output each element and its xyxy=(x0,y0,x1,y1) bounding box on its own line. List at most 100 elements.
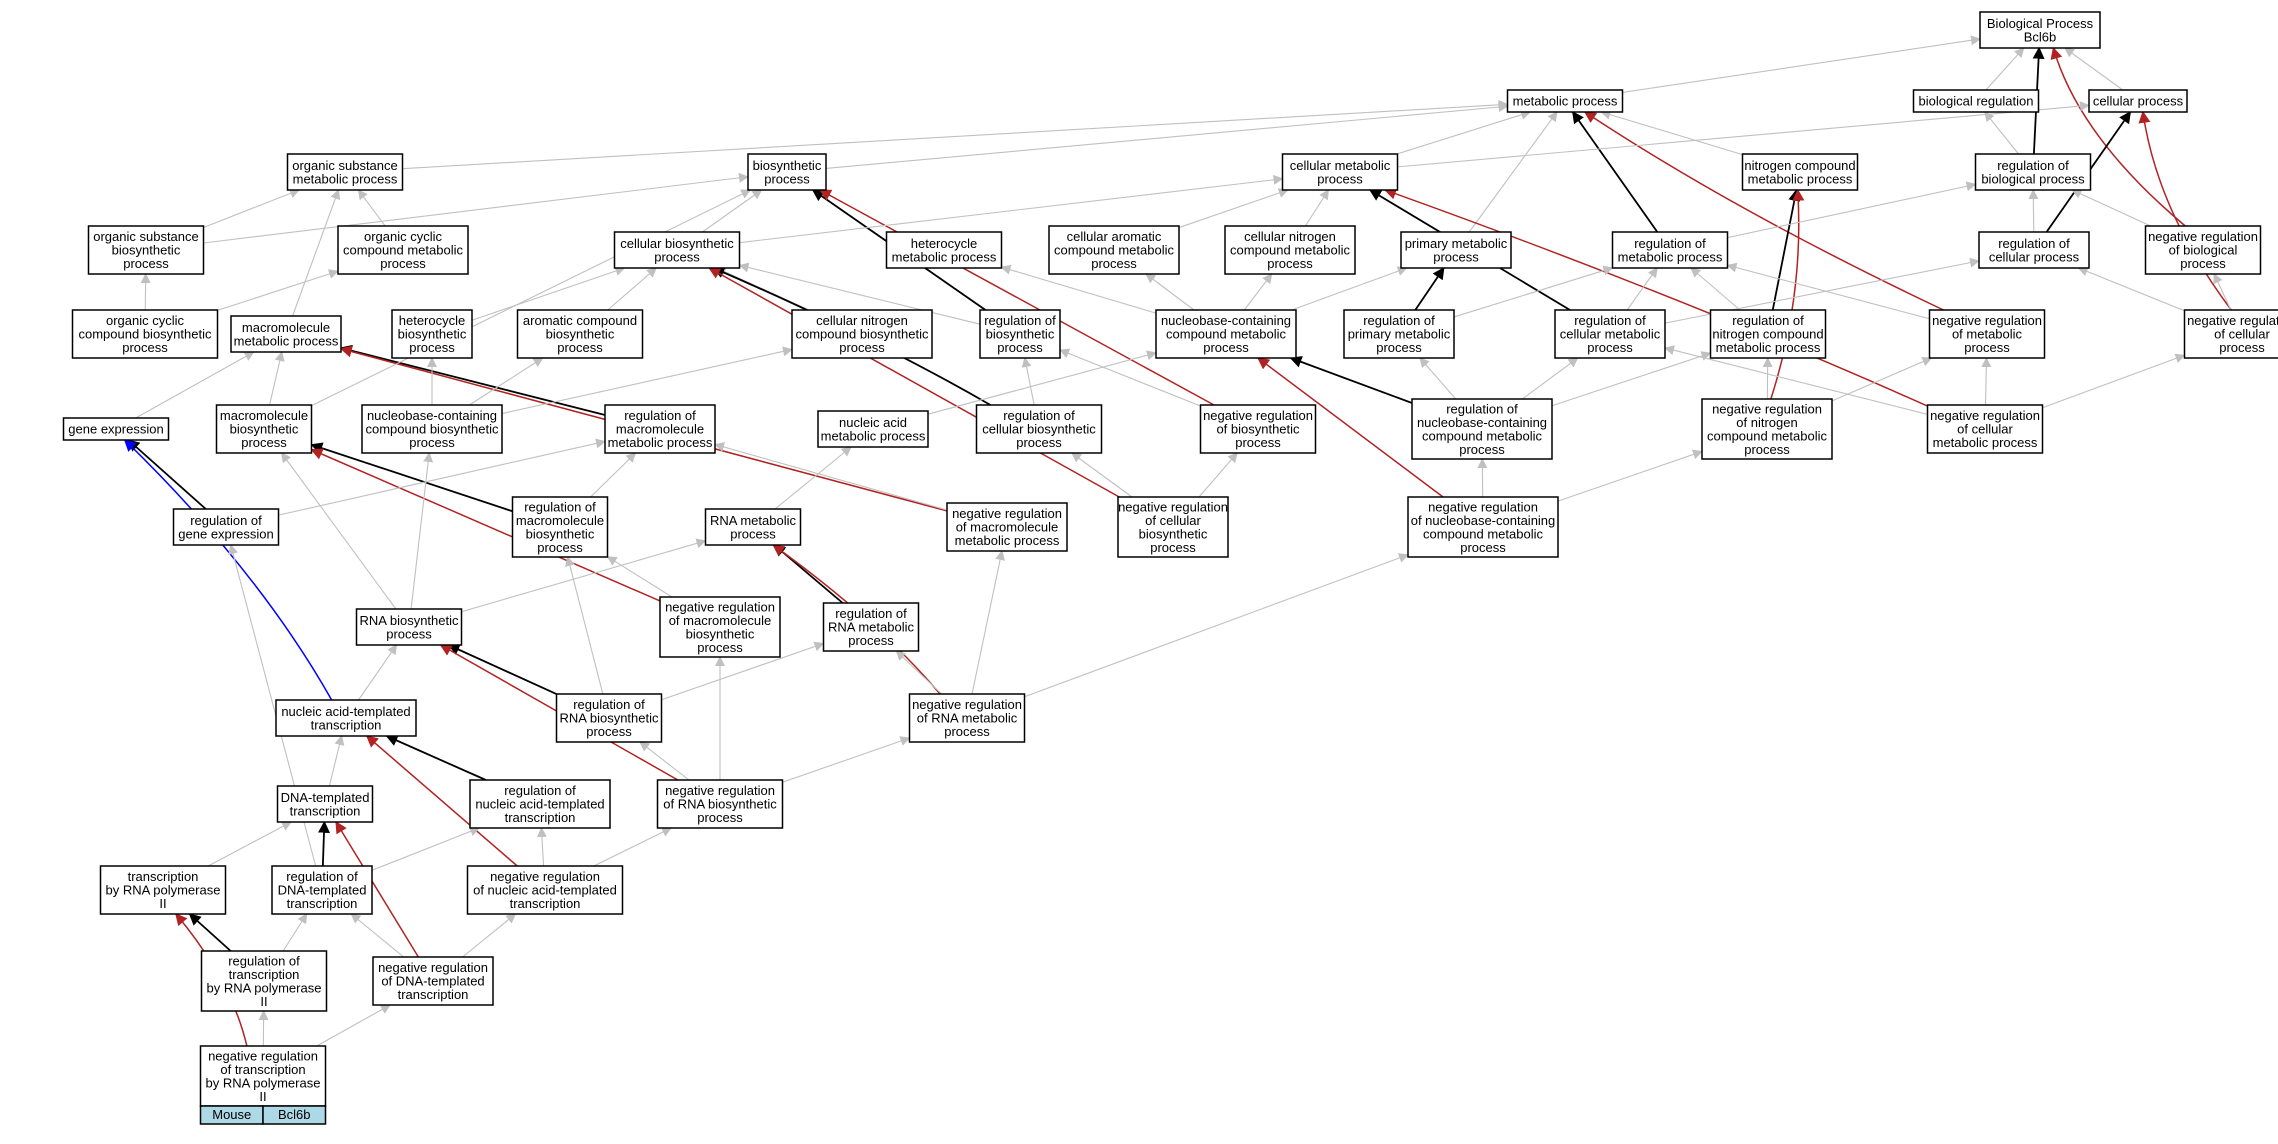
edge-rrnabp-to-rrnamp xyxy=(661,641,825,701)
node-label-line: regulation of xyxy=(504,783,576,798)
node-regulation-of-macromolecule-biosynthetic-process[interactable]: regulation ofmacromoleculebiosyntheticpr… xyxy=(511,496,609,558)
edge-rnbcmp-to-rncmp xyxy=(1551,351,1712,407)
edge-rge-to-ge xyxy=(127,439,207,510)
edge-nrmbp-to-mbp xyxy=(310,448,661,602)
node-box xyxy=(2088,89,2188,113)
node-label-line: Bcl6b xyxy=(2024,29,2057,44)
node-label-line: negative regulation xyxy=(1428,499,1538,514)
node-label-line: process xyxy=(654,249,700,264)
node-label-line: process xyxy=(386,626,432,641)
node-label-line: process xyxy=(1587,340,1633,355)
node-cellular-process[interactable]: cellular process xyxy=(2088,89,2188,113)
node-label-line: process xyxy=(1744,442,1790,457)
node-label-line: biosynthetic xyxy=(546,327,615,342)
node-label-line: RNA biosynthetic xyxy=(560,711,659,726)
node-label-line: of biological xyxy=(2169,243,2238,258)
node-label-line: regulation of xyxy=(1446,401,1518,416)
node-label-line: metabolic process xyxy=(1513,94,1618,109)
node-box xyxy=(979,309,1061,359)
node-label-line: macromolecule xyxy=(616,422,704,437)
node-label-line: of macromolecule xyxy=(669,613,772,628)
node-label-line: of RNA metabolic xyxy=(917,711,1018,726)
node-label-line: negative regulation xyxy=(490,869,600,884)
node-label-line: nucleobase-containing xyxy=(1161,313,1291,328)
edge-natt-to-rnabp xyxy=(358,644,398,701)
node-regulation-of-nucleobase-containing-compound-metabolic-process[interactable]: regulation ofnucleobase-containingcompou… xyxy=(1411,398,1553,460)
edge-nbcmp-to-cncmp xyxy=(1243,273,1273,311)
node-box xyxy=(613,231,741,269)
node-gene-expression[interactable]: gene expression xyxy=(62,417,170,441)
node-label-line: negative regulation xyxy=(1118,499,1228,514)
node-label-line: regulation of xyxy=(1574,313,1646,328)
edge-rtrp2-to-rdtt xyxy=(282,913,308,952)
node-label-line: negative regulation xyxy=(665,783,775,798)
node-box xyxy=(511,496,609,558)
node-label-line: of nucleic acid-templated xyxy=(473,883,617,898)
edge-rdtt-to-rge xyxy=(228,544,317,867)
node-label-line: metabolic process xyxy=(955,533,1060,548)
node-metabolic-process[interactable]: metabolic process xyxy=(1506,89,1624,113)
node-biological-regulation[interactable]: biological regulation xyxy=(1912,89,2040,113)
node-label-line: biosynthetic xyxy=(986,327,1055,342)
node-label-line: process xyxy=(380,256,426,271)
node-label-line: biosynthetic xyxy=(686,626,755,641)
node-box xyxy=(391,309,473,359)
